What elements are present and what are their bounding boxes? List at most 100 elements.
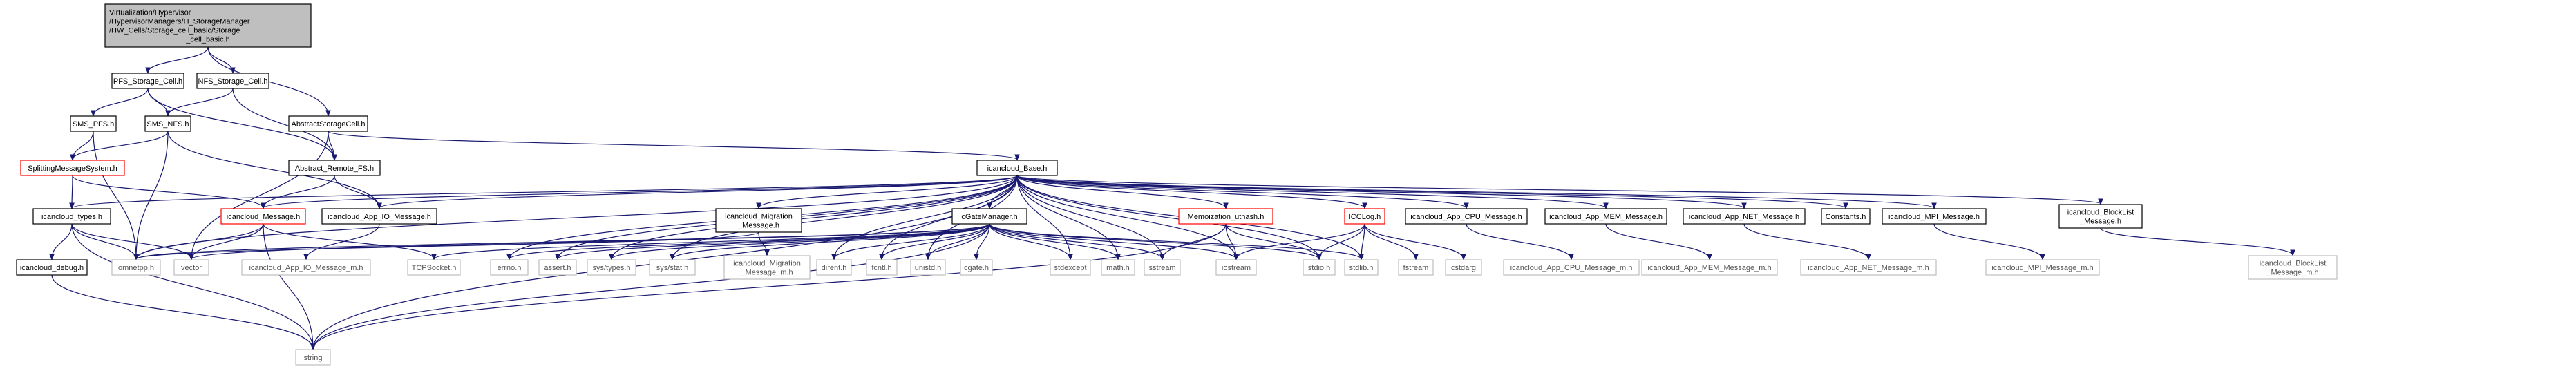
- edge-app_net-to-app_net_m: [1743, 223, 1868, 259]
- edge-sms_nfs-to-app_io: [167, 131, 379, 208]
- node-pfs_cell-box: [111, 73, 184, 89]
- node-app_net-box: [1683, 208, 1806, 225]
- node-app_io_m: icancloud_App_IO_Message_m.h: [241, 259, 371, 276]
- edge-base-to-app_mem: [1016, 175, 1606, 208]
- node-message[interactable]: icancloud_Message.h: [220, 208, 306, 225]
- edge-base-to-blocklist: [1016, 175, 2101, 204]
- node-app_net_m: icancloud_App_NET_Message_m.h: [1800, 259, 1937, 276]
- edge-types-to-debug: [52, 223, 73, 259]
- node-cgate_sys-box: [960, 259, 993, 276]
- node-root[interactable]: Virtualization/Hypervisor/HypervisorMana…: [104, 3, 312, 48]
- node-root-label-line: Virtualization/Hypervisor: [109, 9, 191, 17]
- node-blocklist-label-line: _Message.h: [2079, 218, 2121, 226]
- node-fcntl: fcntl.h: [866, 259, 898, 276]
- node-splitting[interactable]: SplittingMessageSystem.h: [20, 160, 125, 176]
- node-debug-box: [16, 259, 88, 276]
- node-vector: vector: [173, 259, 209, 276]
- node-app_mem_m: icancloud_App_MEM_Message_m.h: [1641, 259, 1778, 276]
- node-tcpsocket-box: [407, 259, 461, 276]
- node-cgate-box: [951, 208, 1027, 225]
- edge-memo-to-stdio: [1225, 223, 1319, 259]
- edge-base-to-stdexcept: [1016, 175, 1070, 259]
- node-sms_nfs[interactable]: SMS_NFS.h: [144, 115, 191, 132]
- node-app_io[interactable]: icancloud_App_IO_Message.h: [321, 208, 437, 225]
- node-app_mem_m-box: [1641, 259, 1778, 276]
- edge-cgate-to-iostream: [989, 223, 1236, 259]
- node-app_net[interactable]: icancloud_App_NET_Message.h: [1683, 208, 1806, 225]
- node-constants[interactable]: Constants.h: [1821, 208, 1871, 225]
- node-icclog[interactable]: ICCLog.h: [1344, 208, 1385, 225]
- nodes-layer: Virtualization/Hypervisor/HypervisorMana…: [16, 3, 2338, 366]
- node-memo[interactable]: Memoization_uthash.h: [1178, 208, 1273, 225]
- edge-base-to-app_io: [379, 175, 1018, 208]
- node-abstract_remote-box: [288, 160, 381, 176]
- edge-abstract_cell-to-vector: [191, 131, 329, 259]
- edge-cgate-to-unistd: [928, 223, 990, 259]
- node-root-label-line: _cell_basic.h: [185, 36, 230, 44]
- edge-sms_nfs-to-splitting: [73, 131, 169, 160]
- edge-blocklist-to-blocklist_m: [2100, 227, 2293, 255]
- node-pfs_cell[interactable]: PFS_Storage_Cell.h: [111, 73, 184, 89]
- node-constants-label-line: Constants.h: [1826, 213, 1866, 221]
- node-fstream-box: [1398, 259, 1434, 276]
- node-iostream-box: [1215, 259, 1257, 276]
- node-abstract_remote-label-line: Abstract_Remote_FS.h: [295, 164, 374, 173]
- edge-cgate-to-omnetpp: [136, 223, 990, 259]
- edge-message-to-string: [263, 223, 313, 349]
- node-stdio-label-line: stdio.h: [1308, 264, 1330, 272]
- edge-app_cpu-to-app_cpu_m: [1466, 223, 1571, 259]
- node-app_cpu-box: [1405, 208, 1528, 225]
- node-stdlib-box: [1344, 259, 1379, 276]
- node-cgate_sys-label-line: cgate.h: [964, 264, 989, 272]
- node-mpi[interactable]: icancloud_MPI_Message.h: [1882, 208, 1987, 225]
- node-migration_m: icancloud_Migration_Message_m.h: [723, 255, 811, 280]
- node-abstract_remote[interactable]: Abstract_Remote_FS.h: [288, 160, 381, 176]
- node-sstream: sstream: [1144, 259, 1181, 276]
- node-types[interactable]: icancloud_types.h: [32, 208, 111, 225]
- node-splitting-box: [20, 160, 125, 176]
- node-memo-box: [1178, 208, 1273, 225]
- edge-splitting-to-types: [72, 175, 73, 208]
- node-debug[interactable]: icancloud_debug.h: [16, 259, 88, 276]
- node-base[interactable]: icancloud_Base.h: [976, 160, 1058, 176]
- node-mpi-box: [1882, 208, 1987, 225]
- node-blocklist[interactable]: icancloud_BlockList_Message.h: [2058, 204, 2143, 229]
- edge-mpi-to-mpi_m: [1933, 223, 2043, 259]
- edge-base-to-math: [1016, 175, 1118, 259]
- node-systypes: sys/types.h: [587, 259, 636, 276]
- node-base-label-line: icancloud_Base.h: [987, 164, 1048, 173]
- node-root-label-line: /HypervisorManagers/H_StorageManager: [109, 18, 250, 26]
- node-omnetpp: omnetpp.h: [111, 259, 161, 276]
- node-unistd: unistd.h: [910, 259, 946, 276]
- node-app_cpu[interactable]: icancloud_App_CPU_Message.h: [1405, 208, 1528, 225]
- node-cgate[interactable]: cGateManager.h: [951, 208, 1027, 225]
- edge-cgate-to-sysstat: [672, 223, 990, 259]
- edge-icclog-to-iostream: [1236, 223, 1365, 259]
- node-icclog-label-line: ICCLog.h: [1349, 213, 1381, 221]
- node-math-label-line: math.h: [1106, 264, 1130, 272]
- edge-cgate-to-stdexcept: [989, 223, 1070, 259]
- node-blocklist-label-line: icancloud_BlockList: [2067, 209, 2134, 217]
- node-assert: assert.h: [538, 259, 577, 276]
- node-assert-box: [538, 259, 577, 276]
- node-nfs_cell[interactable]: NFS_Storage_Cell.h: [196, 73, 269, 89]
- edge-memo-to-string: [313, 223, 1227, 349]
- edge-cgate-to-stdlib: [989, 223, 1361, 259]
- node-app_mem-box: [1544, 208, 1667, 225]
- node-sms_pfs[interactable]: SMS_PFS.h: [70, 115, 117, 132]
- node-unistd-label-line: unistd.h: [915, 264, 942, 272]
- node-app_mem[interactable]: icancloud_App_MEM_Message.h: [1544, 208, 1667, 225]
- node-abstract_cell[interactable]: AbstractStorageCell.h: [288, 115, 368, 132]
- node-memo-label-line: Memoization_uthash.h: [1188, 213, 1265, 221]
- edge-types-to-omnetpp: [71, 223, 136, 259]
- node-fstream-label-line: fstream: [1403, 264, 1429, 272]
- node-root-label-line: /HW_Cells/Storage_cell_basic/Storage: [109, 27, 240, 35]
- node-app_cpu_m-label-line: icancloud_App_CPU_Message_m.h: [1510, 264, 1633, 272]
- edge-nfs_cell-to-sms_nfs: [168, 88, 234, 115]
- node-migration[interactable]: icancloud_Migration_Message.h: [715, 208, 802, 233]
- node-abstract_cell-box: [288, 115, 368, 132]
- edge-base-to-icclog: [1016, 175, 1365, 208]
- edge-base-to-systypes: [612, 175, 1018, 259]
- node-cgate-label-line: cGateManager.h: [961, 213, 1017, 221]
